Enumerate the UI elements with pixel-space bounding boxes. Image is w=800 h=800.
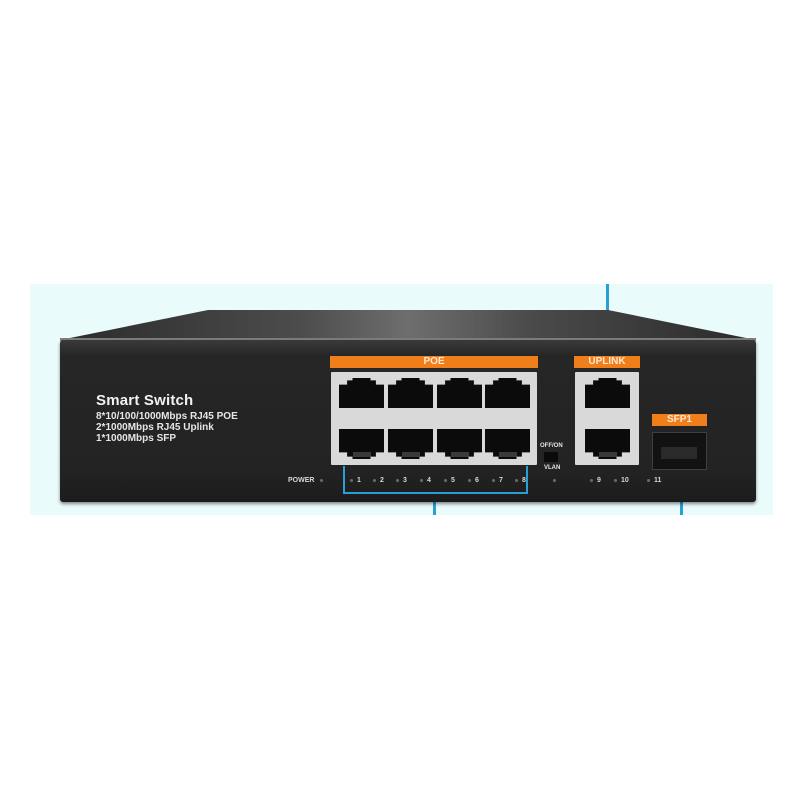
- power-led-label: POWER: [288, 477, 327, 484]
- led-7: 7: [492, 477, 503, 484]
- switch-top-lid: [60, 310, 756, 340]
- led-dot: [444, 478, 447, 482]
- led-1: 1: [350, 477, 361, 484]
- uplink-port-9[interactable]: [585, 378, 630, 408]
- port-number: 9: [597, 477, 601, 484]
- poe-bracket-bottom: [343, 492, 528, 494]
- switch-edge: [60, 338, 756, 341]
- port-number: 6: [475, 477, 479, 484]
- port-number: 2: [380, 477, 384, 484]
- poe-bracket-left: [343, 466, 345, 494]
- power-label: POWER: [288, 477, 315, 484]
- port-number: 3: [403, 477, 407, 484]
- port-number: 5: [451, 477, 455, 484]
- led-dot: [553, 478, 556, 482]
- led-dot: [350, 478, 353, 482]
- poe-callout-line: [433, 493, 436, 515]
- sfp-port-11[interactable]: [652, 432, 707, 470]
- port-number: 1: [357, 477, 361, 484]
- poe-port-8[interactable]: [485, 429, 530, 459]
- led-6: 6: [468, 477, 479, 484]
- led-5: 5: [444, 477, 455, 484]
- port-number: 4: [427, 477, 431, 484]
- power-led: [320, 478, 324, 482]
- led-dot: [468, 478, 471, 482]
- led-indicator-row: POWER 1 2 3 4 5 6 7 8 9 10 11: [0, 477, 800, 487]
- port-number: 11: [654, 477, 662, 484]
- uplink-port-10[interactable]: [585, 429, 630, 459]
- vlan-toggle-switch[interactable]: [544, 452, 558, 462]
- poe-port-block: [331, 372, 537, 465]
- led-10: 10: [614, 477, 629, 484]
- led-11: 11: [647, 477, 661, 484]
- led-9: 9: [590, 477, 601, 484]
- sfp-label: SFP1: [652, 414, 707, 426]
- led-2: 2: [373, 477, 384, 484]
- poe-port-6[interactable]: [437, 429, 482, 459]
- poe-port-1[interactable]: [339, 378, 384, 408]
- poe-label: POE: [330, 356, 538, 368]
- led-dot: [492, 478, 495, 482]
- led-dot: [647, 478, 650, 482]
- led-dot: [396, 478, 399, 482]
- poe-port-2[interactable]: [339, 429, 384, 459]
- poe-port-3[interactable]: [388, 378, 433, 408]
- vlan-led: [553, 477, 560, 484]
- spec-uplink: 2*1000Mbps RJ45 Uplink: [96, 422, 214, 433]
- uplink-port-block: [575, 372, 639, 465]
- poe-bracket-right: [526, 466, 528, 494]
- spec-poe: 8*10/100/1000Mbps RJ45 POE: [96, 411, 238, 422]
- led-dot: [515, 478, 518, 482]
- led-dot: [420, 478, 423, 482]
- led-4: 4: [420, 477, 431, 484]
- sfp-cage: [661, 447, 697, 459]
- port-number: 7: [499, 477, 503, 484]
- uplink-label: UPLINK: [574, 356, 640, 368]
- led-dot: [373, 478, 376, 482]
- poe-port-4[interactable]: [388, 429, 433, 459]
- led-dot: [590, 478, 593, 482]
- switch-label-offon: OFF/ON: [540, 443, 563, 449]
- spec-sfp: 1*1000Mbps SFP: [96, 433, 177, 444]
- port-number: 8: [522, 477, 526, 484]
- port-number: 10: [621, 477, 629, 484]
- product-title: Smart Switch: [96, 392, 194, 409]
- poe-port-5[interactable]: [437, 378, 482, 408]
- poe-port-7[interactable]: [485, 378, 530, 408]
- switch-label-vlan: VLAN: [544, 465, 561, 471]
- led-8: 8: [515, 477, 526, 484]
- led-dot: [614, 478, 617, 482]
- led-3: 3: [396, 477, 407, 484]
